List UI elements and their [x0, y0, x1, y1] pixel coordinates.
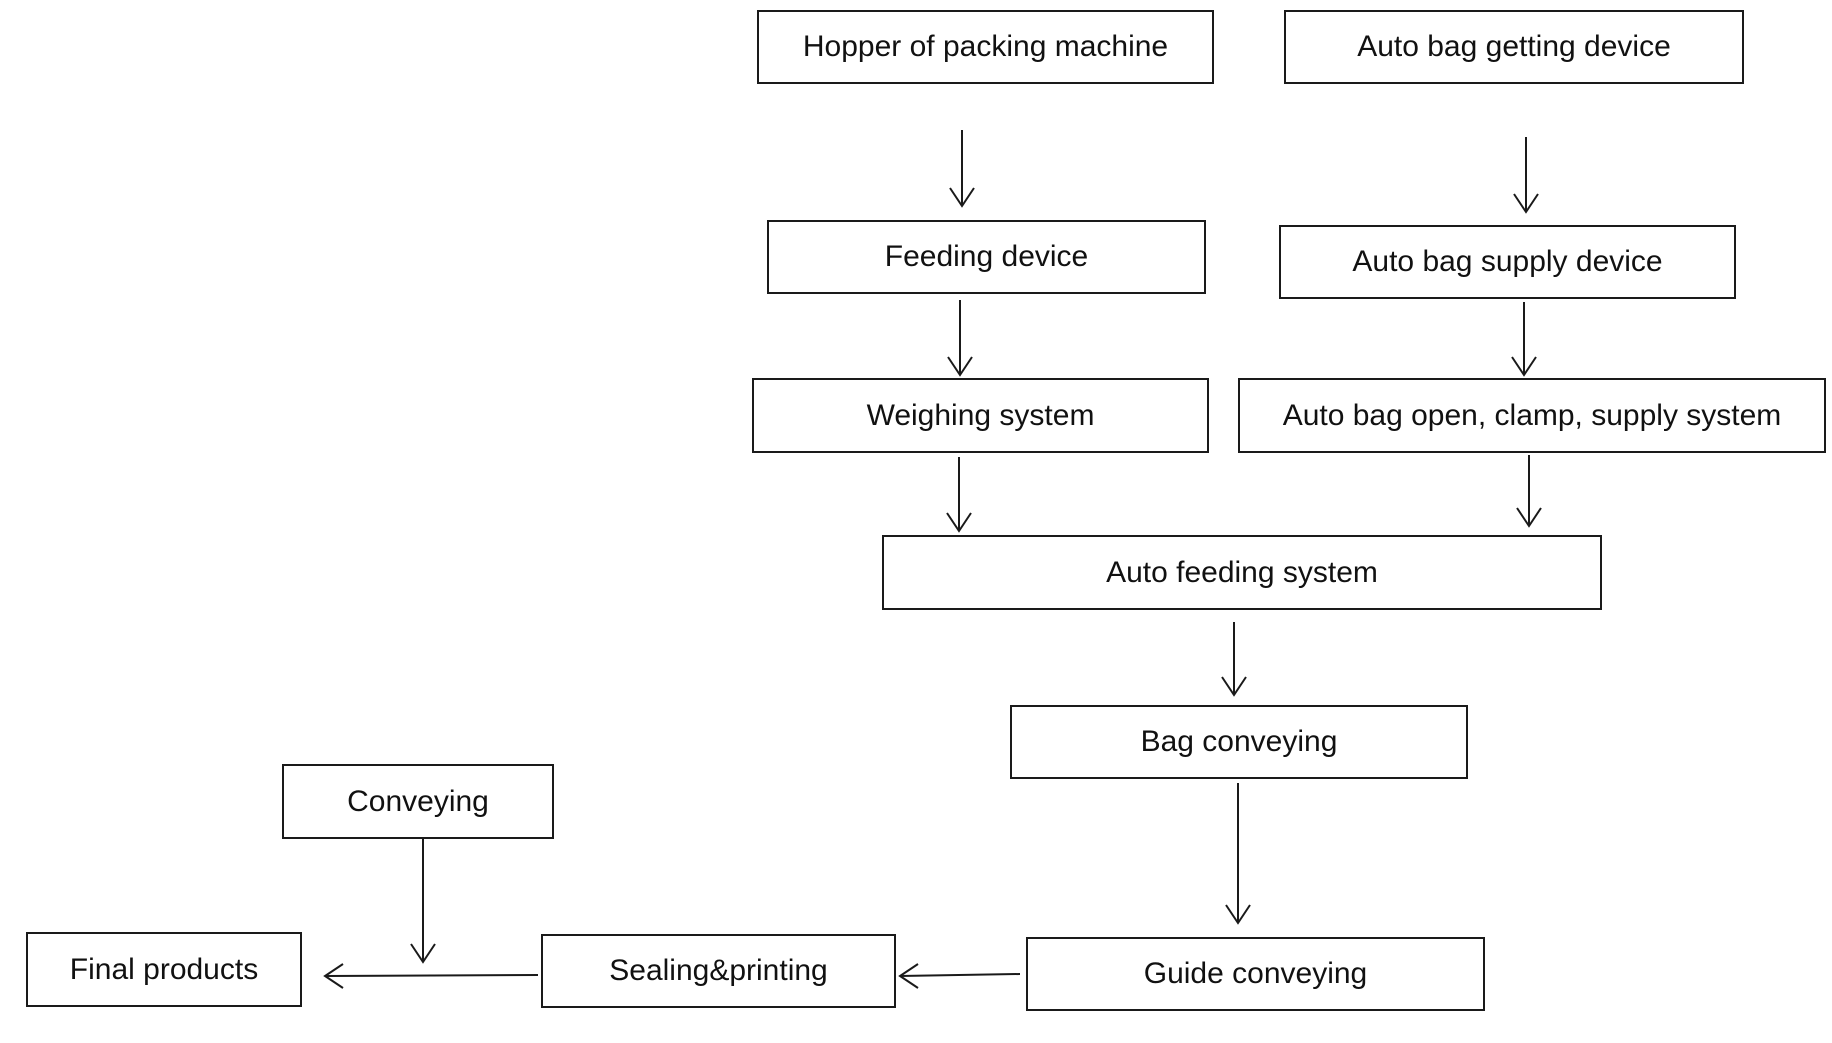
node-bag-conveying: Bag conveying [1010, 705, 1468, 779]
node-feeding-device-label: Feeding device [884, 240, 1089, 273]
node-auto-bag-getting: Auto bag getting device [1284, 10, 1744, 84]
arrow-autofeed-to-bagconv [1221, 622, 1247, 697]
node-hopper: Hopper of packing machine [757, 10, 1214, 84]
arrow-getting-to-supply [1513, 137, 1539, 214]
node-final-products-label: Final products [69, 952, 259, 986]
node-conveying-label: Conveying [347, 784, 489, 818]
arrow-conveying-to-final [410, 839, 436, 964]
node-auto-feeding-system: Auto feeding system [882, 535, 1602, 610]
node-auto-feeding-system-label: Auto feeding system [1106, 555, 1378, 589]
arrow-hopper-to-feeding [949, 130, 975, 208]
node-auto-bag-getting-label: Auto bag getting device [1357, 30, 1671, 63]
arrow-sealing-to-final [323, 963, 539, 989]
node-hopper-label: Hopper of packing machine [802, 30, 1169, 63]
arrow-weighing-to-autofeed [946, 457, 972, 533]
arrow-open-to-autofeed [1516, 455, 1542, 528]
node-auto-bag-open-label: Auto bag open, clamp, supply system [1282, 398, 1782, 432]
arrow-guide-to-sealing [898, 963, 1021, 989]
node-sealing-printing-label: Sealing&printing [609, 954, 828, 987]
arrow-feeding-to-weighing [947, 300, 973, 377]
node-auto-bag-supply: Auto bag supply device [1279, 225, 1736, 299]
arrow-supply-to-open [1511, 302, 1537, 377]
arrow-bagconv-to-guide [1225, 783, 1251, 925]
node-guide-conveying: Guide conveying [1026, 937, 1485, 1011]
node-sealing-printing: Sealing&printing [541, 934, 896, 1008]
node-conveying: Conveying [282, 764, 554, 839]
node-auto-bag-open: Auto bag open, clamp, supply system [1238, 378, 1826, 453]
node-guide-conveying-label: Guide conveying [1143, 957, 1368, 990]
node-weighing-system: Weighing system [752, 378, 1209, 453]
node-final-products: Final products [26, 932, 302, 1007]
node-weighing-system-label: Weighing system [866, 398, 1095, 432]
node-bag-conveying-label: Bag conveying [1140, 725, 1338, 758]
node-auto-bag-supply-label: Auto bag supply device [1352, 245, 1663, 278]
node-feeding-device: Feeding device [767, 220, 1206, 294]
